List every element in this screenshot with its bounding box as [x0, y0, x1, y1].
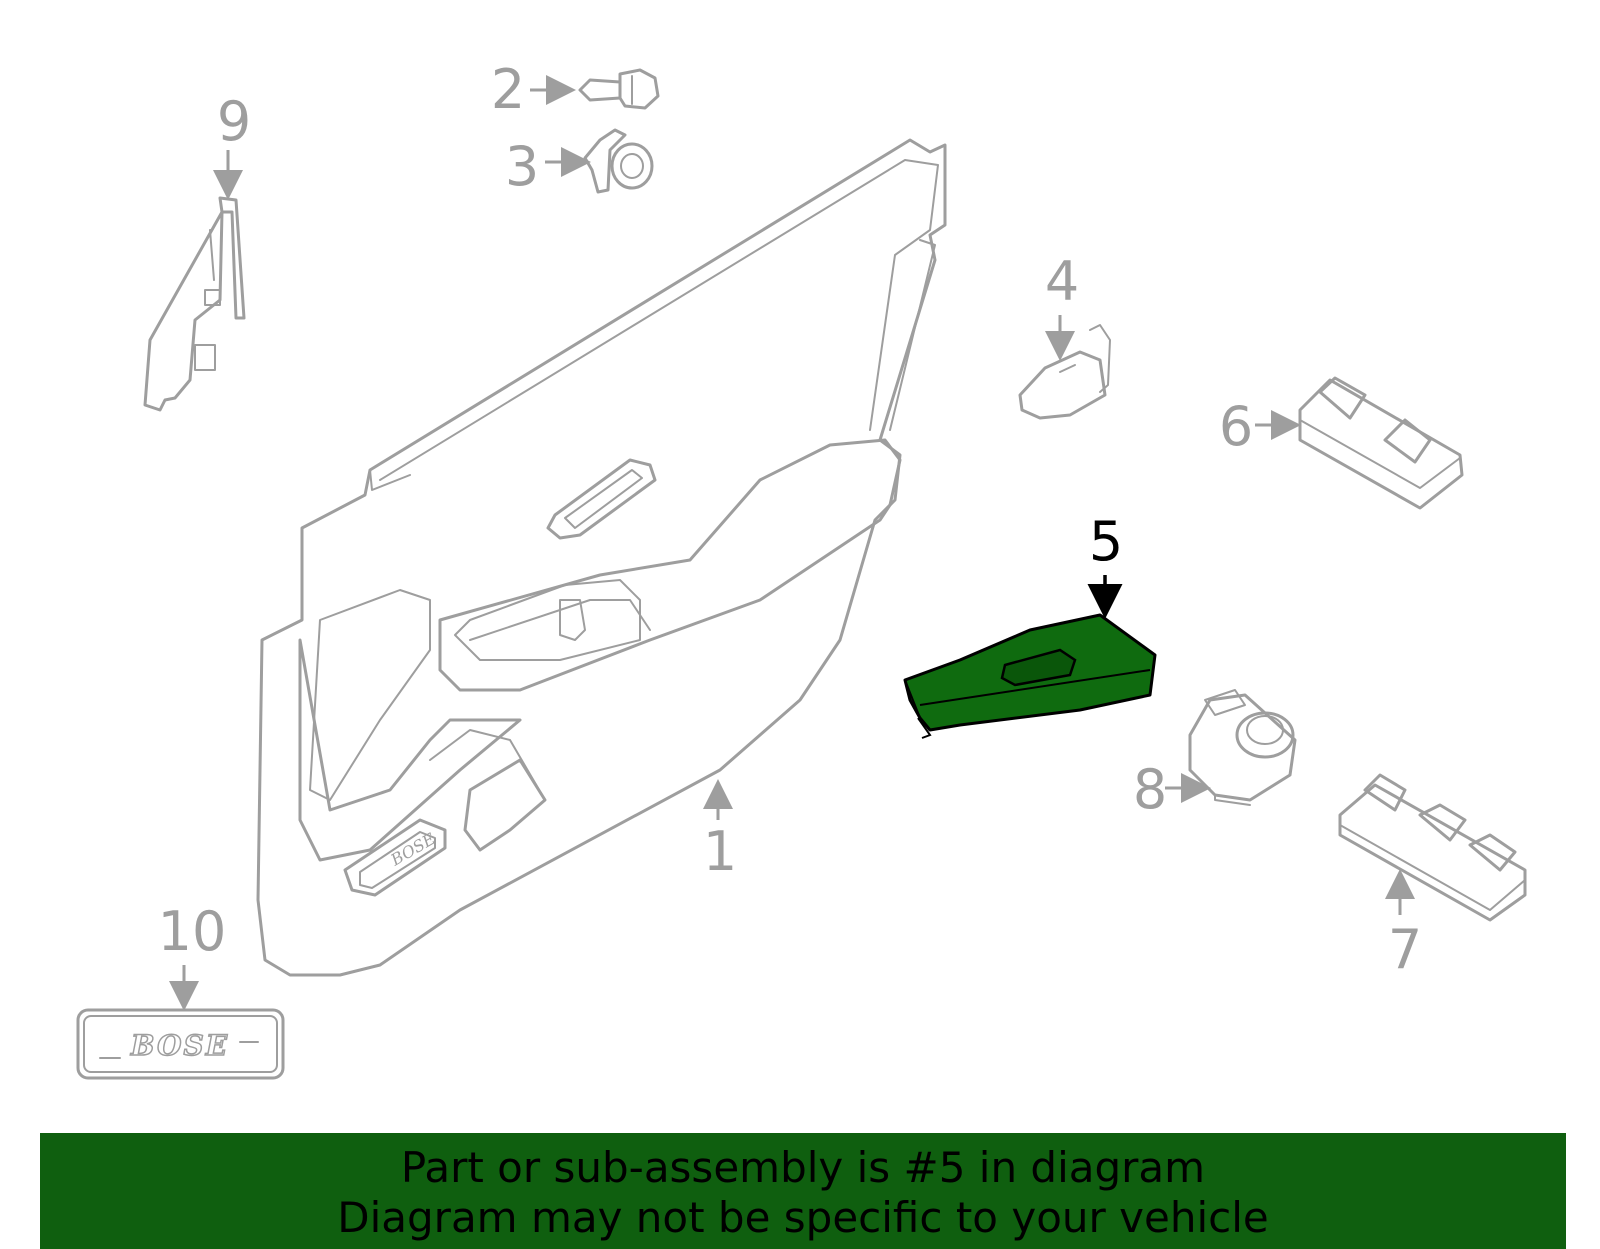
callout-10: 10: [158, 900, 227, 963]
part-7-window-switch[interactable]: [1338, 773, 1527, 922]
part-10-bose-badge[interactable]: BOSE: [76, 1008, 285, 1080]
part-5-pull-cup-highlighted[interactable]: [903, 613, 1157, 739]
callout-1: 1: [703, 820, 737, 883]
part-8-mirror-switch[interactable]: [1188, 689, 1297, 806]
part-2-bolt[interactable]: [578, 68, 660, 110]
banner-line-1: Part or sub-assembly is #5 in diagram: [400, 1143, 1206, 1192]
part-1-door-panel[interactable]: BOSE: [256, 138, 947, 977]
callout-8: 8: [1133, 758, 1167, 821]
callout-4: 4: [1045, 250, 1079, 313]
callout-numbers: 1 2 3 4 5 6 7 8 9 10: [158, 58, 1423, 981]
info-banner: Part or sub-assembly is #5 in diagram Di…: [40, 1133, 1566, 1249]
part-4-cover[interactable]: [1018, 324, 1111, 420]
callout-3: 3: [505, 135, 539, 198]
callout-2: 2: [491, 58, 525, 121]
part-9-mirror-bracket[interactable]: [143, 196, 246, 412]
banner-line-2: Diagram may not be specific to your vehi…: [337, 1193, 1269, 1242]
part-3-clip[interactable]: [583, 128, 654, 194]
bose-logo-text: BOSE: [130, 1029, 229, 1062]
door-bose-badge-text: BOSE: [387, 829, 439, 870]
part-6-window-switch[interactable]: [1298, 376, 1464, 510]
callout-arrows: [169, 75, 1415, 1011]
callout-7: 7: [1388, 918, 1422, 981]
callout-6: 6: [1219, 395, 1253, 458]
callout-5: 5: [1089, 510, 1123, 573]
callout-9: 9: [217, 90, 251, 153]
